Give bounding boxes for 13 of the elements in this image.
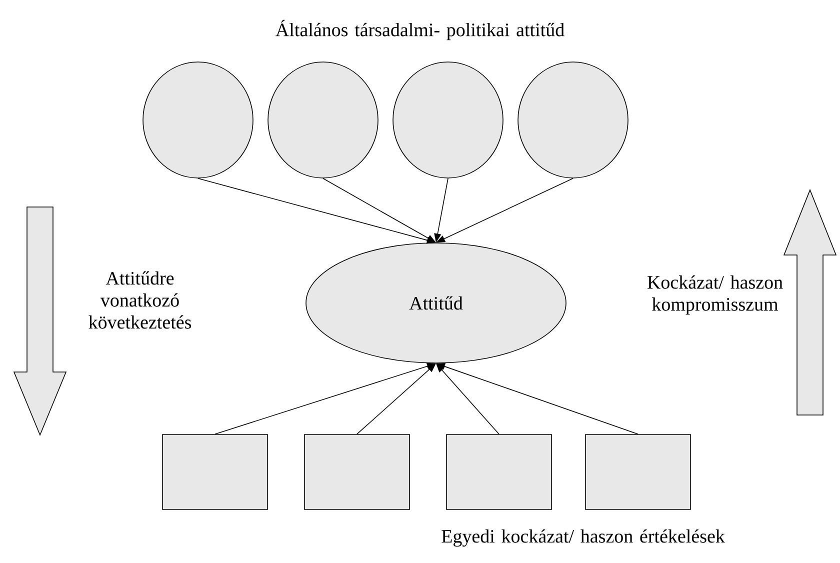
box-node (304, 434, 410, 510)
box-node (162, 434, 268, 510)
label-text: Kockázat/ haszon kompromisszum (648, 275, 783, 315)
ellipse-node (392, 62, 504, 178)
box-node (585, 434, 691, 510)
ellipse-node (142, 62, 254, 178)
label-text: Attitűdre vonatkozó következtetés (88, 271, 192, 329)
label-text: Egyedi kockázat/ haszon értékelések (442, 529, 725, 547)
ellipse-node (268, 62, 378, 178)
ellipse-node (518, 62, 628, 178)
ellipse-node: Attitűd (306, 242, 566, 364)
box-node (446, 434, 552, 510)
label-text: Általános társadalmi- politikai attitűd (276, 20, 564, 40)
